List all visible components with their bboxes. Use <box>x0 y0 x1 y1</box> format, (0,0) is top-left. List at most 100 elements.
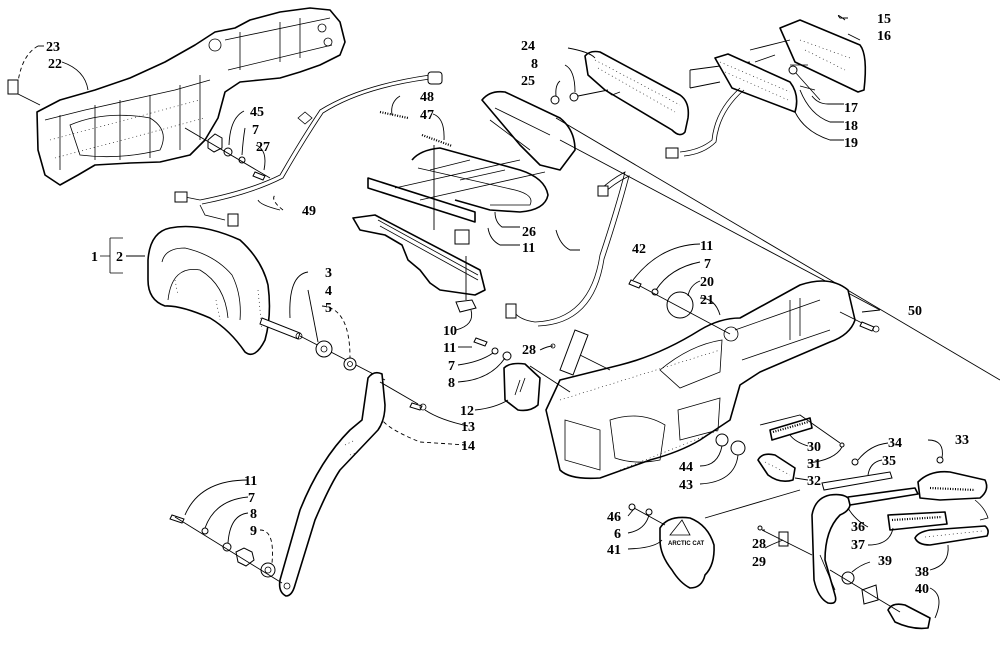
label-13: 13 <box>461 420 475 435</box>
label-4: 4 <box>325 284 332 299</box>
label-12: 12 <box>460 404 474 419</box>
clip-10 <box>455 299 477 313</box>
label-15: 15 <box>877 12 891 27</box>
washer-39 <box>841 571 855 585</box>
screw-11-center <box>473 337 488 347</box>
label-24: 24 <box>521 39 535 54</box>
label-8-lower: 8 <box>250 507 257 522</box>
backrest-pad <box>147 225 271 356</box>
label-3: 3 <box>325 266 332 281</box>
washer-6 <box>645 508 653 516</box>
reflector-28 <box>559 329 589 376</box>
label-36: 36 <box>851 520 865 535</box>
label-7-upper: 7 <box>252 123 259 138</box>
label-14: 14 <box>461 439 475 454</box>
taillight-lens-24 <box>584 50 690 136</box>
base-plate <box>352 214 486 296</box>
label-5: 5 <box>325 301 332 316</box>
washer-7-center <box>491 347 499 355</box>
decal-47 <box>421 133 453 148</box>
label-9: 9 <box>250 524 257 539</box>
wiring-harness-49 <box>174 71 443 227</box>
label-21: 21 <box>700 293 714 308</box>
label-7-lower: 7 <box>248 491 255 506</box>
label-43: 43 <box>679 478 693 493</box>
label-30: 30 <box>807 440 821 455</box>
screw-11-lower <box>169 514 185 524</box>
label-11-rack: 11 <box>522 241 535 256</box>
label-44: 44 <box>679 460 693 475</box>
screw-34 <box>851 458 859 466</box>
knob-lower <box>235 547 255 567</box>
bushing-9 <box>260 562 276 578</box>
label-28-lower: 28 <box>752 537 766 552</box>
bar-38 <box>914 525 989 546</box>
decal-48 <box>379 110 409 120</box>
label-50: 50 <box>908 304 922 319</box>
label-28-upper: 28 <box>522 343 536 358</box>
backrest-arm-14 <box>278 371 386 597</box>
grab-rail-upper <box>36 7 346 186</box>
taillight-lens-16 <box>779 19 867 93</box>
label-11-lower: 11 <box>244 474 257 489</box>
screw-46 <box>628 503 636 511</box>
screw-31 <box>839 442 845 448</box>
label-20: 20 <box>700 275 714 290</box>
label-7-right: 7 <box>704 257 711 272</box>
pad-30 <box>769 417 813 441</box>
label-34: 34 <box>888 436 902 451</box>
label-42: 42 <box>632 242 646 257</box>
washer-44 <box>715 433 729 447</box>
label-49: 49 <box>302 204 316 219</box>
label-31: 31 <box>807 457 821 472</box>
label-47: 47 <box>420 108 434 123</box>
leader-lines <box>17 15 949 619</box>
screw-27 <box>252 171 266 181</box>
label-32: 32 <box>807 474 821 489</box>
footrest-40 <box>887 603 931 630</box>
label-2: 2 <box>116 250 123 265</box>
screw-28-lower <box>757 525 763 531</box>
washer-43 <box>730 440 746 456</box>
label-35: 35 <box>882 454 896 469</box>
washer-8-top <box>569 92 579 102</box>
screw-50 <box>859 321 875 332</box>
label-39: 39 <box>878 554 892 569</box>
clip-23 <box>7 79 19 95</box>
taillight-housing-19 <box>714 53 798 113</box>
step-bar-36 <box>811 470 989 605</box>
label-29: 29 <box>752 555 766 570</box>
label-19: 19 <box>844 136 858 151</box>
label-17: 17 <box>844 101 858 116</box>
washer-33 <box>936 456 944 464</box>
label-1: 1 <box>91 250 98 265</box>
label-10: 10 <box>443 324 457 339</box>
label-16: 16 <box>877 29 891 44</box>
part-number-labels: 23 22 45 7 27 49 48 47 24 8 25 15 16 17 … <box>38 12 969 597</box>
nut-25 <box>550 95 560 105</box>
label-8-center: 8 <box>448 376 455 391</box>
wiring-harness-42 <box>505 87 745 327</box>
bushing-4 <box>315 340 333 358</box>
grip-37 <box>887 511 948 531</box>
label-6: 6 <box>614 527 621 542</box>
washer-7-lower <box>201 527 209 535</box>
logo-cover-41: ARCTIC CAT <box>659 516 715 589</box>
cap-20 <box>666 291 694 319</box>
screw-11-right <box>628 279 642 289</box>
bushing-5 <box>343 357 357 371</box>
label-23: 23 <box>46 40 60 55</box>
bulb-17-18 <box>790 64 821 101</box>
label-7-center: 7 <box>448 359 455 374</box>
label-40: 40 <box>915 582 929 597</box>
label-22: 22 <box>48 57 62 72</box>
label-41: 41 <box>607 543 621 558</box>
label-25: 25 <box>521 74 535 89</box>
brand-logo: ARCTIC CAT <box>668 541 705 547</box>
screw-13 <box>409 402 423 411</box>
label-8-upper: 8 <box>531 57 538 72</box>
label-11-right: 11 <box>700 239 713 254</box>
label-38: 38 <box>915 565 929 580</box>
rack-frame-26 <box>367 90 576 245</box>
